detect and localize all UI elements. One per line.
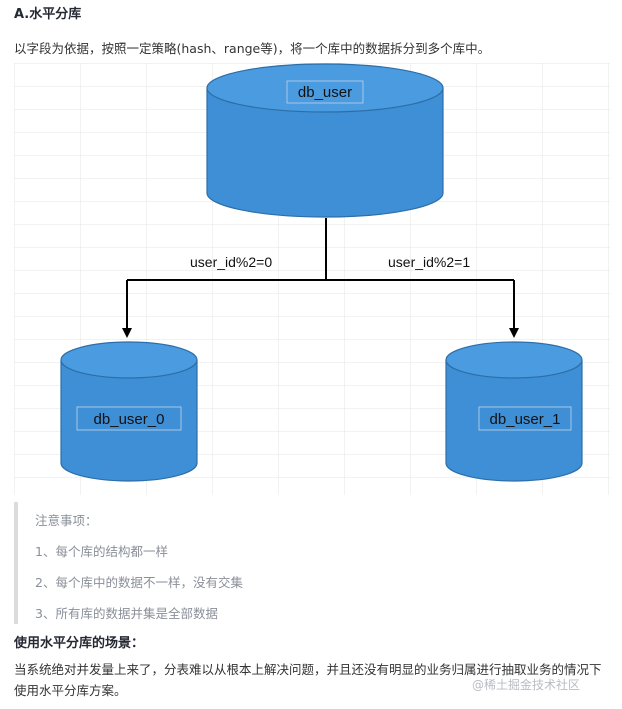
notice-item: 2、每个库中的数据不一样，没有交集 — [35, 575, 243, 590]
notice-blockquote: 注意事项： 1、每个库的结构都一样 2、每个库中的数据不一样，没有交集 3、所有… — [14, 502, 610, 624]
db-user-1-label: db_user_1 — [490, 411, 561, 428]
intro-paragraph: 以字段为依据，按照一定策略(hash、range等)，将一个库中的数据拆分到多个… — [14, 41, 491, 56]
db-user-1-cylinder: db_user_1 — [445, 341, 583, 482]
left-split-rule: user_id%2=0 — [190, 254, 272, 270]
db-user-0-label-box — [76, 406, 182, 431]
section-heading: A.水平分库 — [14, 7, 82, 22]
db-user-label-box — [286, 80, 364, 104]
scenario-heading: 使用水平分库的场景： — [14, 636, 145, 651]
db-user-cylinder: db_user — [206, 63, 444, 218]
db-user-0-cylinder: db_user_0 — [60, 341, 198, 482]
notice-title: 注意事项： — [35, 513, 98, 528]
right-split-rule: user_id%2=1 — [388, 254, 470, 270]
notice-item: 1、每个库的结构都一样 — [35, 544, 168, 559]
scenario-paragraph: 当系统绝对并发量上来了，分表难以从根本上解决问题，并且还没有明显的业务归属进行抽… — [14, 662, 602, 698]
diagram-svg: db_user user_id%2=0 user_id%2=1 db_user_… — [14, 63, 610, 495]
notice-item: 3、所有库的数据并集是全部数据 — [35, 606, 218, 621]
db-user-0-label: db_user_0 — [94, 411, 165, 428]
split-connectors — [122, 218, 519, 338]
db-user-1-label-box — [478, 406, 572, 431]
watermark-text: @稀土掘金技术社区 — [472, 678, 581, 692]
horizontal-sharding-diagram: db_user user_id%2=0 user_id%2=1 db_user_… — [14, 63, 610, 495]
db-user-label: db_user — [298, 84, 352, 101]
